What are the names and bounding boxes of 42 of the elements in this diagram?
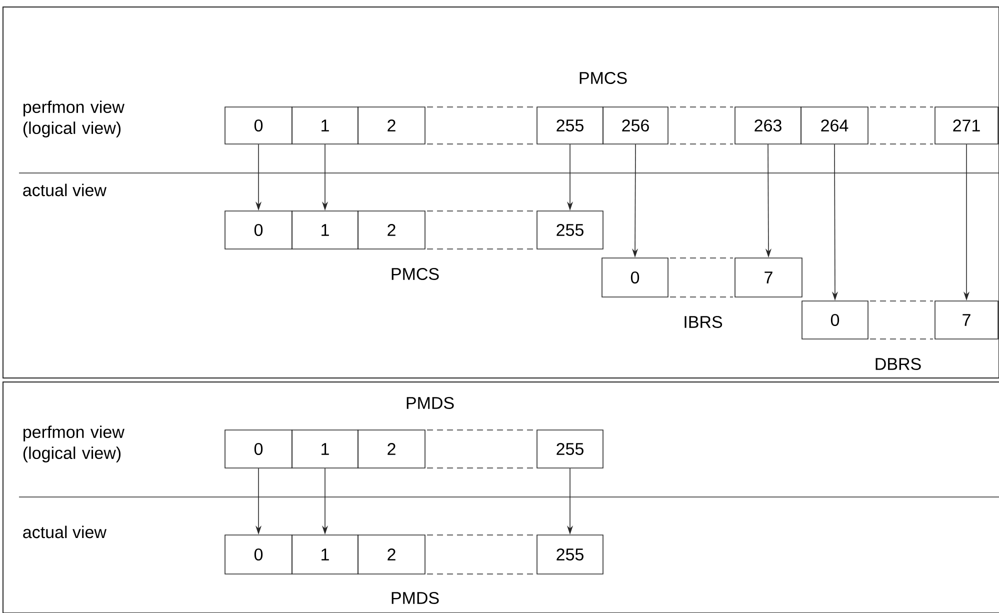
register-cell: 0 (602, 258, 668, 298)
register-cell: 255 (536, 106, 604, 144)
register-cell: 2 (358, 210, 426, 250)
view-label: actual view (23, 184, 106, 196)
group-label: PMCS (580, 72, 627, 84)
elided-cells (426, 430, 536, 468)
elided-cells (426, 106, 536, 144)
register-cell: 0 (224, 210, 292, 250)
register-cell: 2 (358, 430, 426, 468)
register-cell: 0 (224, 534, 292, 574)
register-cell: 7 (934, 300, 998, 340)
register-cell: 264 (800, 106, 868, 144)
register-cell: 263 (734, 106, 802, 144)
group-label: DBRS (876, 358, 921, 370)
elided-cells (670, 258, 734, 298)
register-cell: 7 (734, 258, 802, 298)
elided-cells (870, 300, 934, 340)
group-label: PMDS (392, 592, 439, 604)
register-cell: 255 (536, 430, 604, 468)
register-cell: 1 (292, 430, 358, 468)
register-cell: 271 (934, 106, 998, 144)
register-cell: 0 (224, 430, 292, 468)
group-label: PMDS (406, 396, 454, 409)
group-label: IBRS (684, 316, 722, 328)
elided-cells (426, 534, 536, 574)
register-cell: 255 (536, 534, 604, 574)
group-label: PMCS (392, 268, 439, 280)
register-cell: 1 (292, 210, 358, 250)
register-cell: 255 (536, 210, 604, 250)
register-cell: 256 (602, 106, 668, 144)
elided-cells (870, 106, 934, 144)
view-label: perfmon view (logical view) (23, 100, 124, 138)
view-label: actual view (23, 526, 106, 538)
register-cell: 2 (358, 106, 426, 144)
register-cell: 1 (292, 106, 358, 144)
register-cell: 2 (358, 534, 426, 574)
register-cell: 0 (224, 106, 292, 144)
view-label: perfmon view (logical view) (23, 426, 124, 462)
elided-cells (670, 106, 734, 144)
elided-cells (426, 210, 536, 250)
register-cell: 0 (802, 300, 868, 340)
register-cell: 1 (292, 534, 358, 574)
